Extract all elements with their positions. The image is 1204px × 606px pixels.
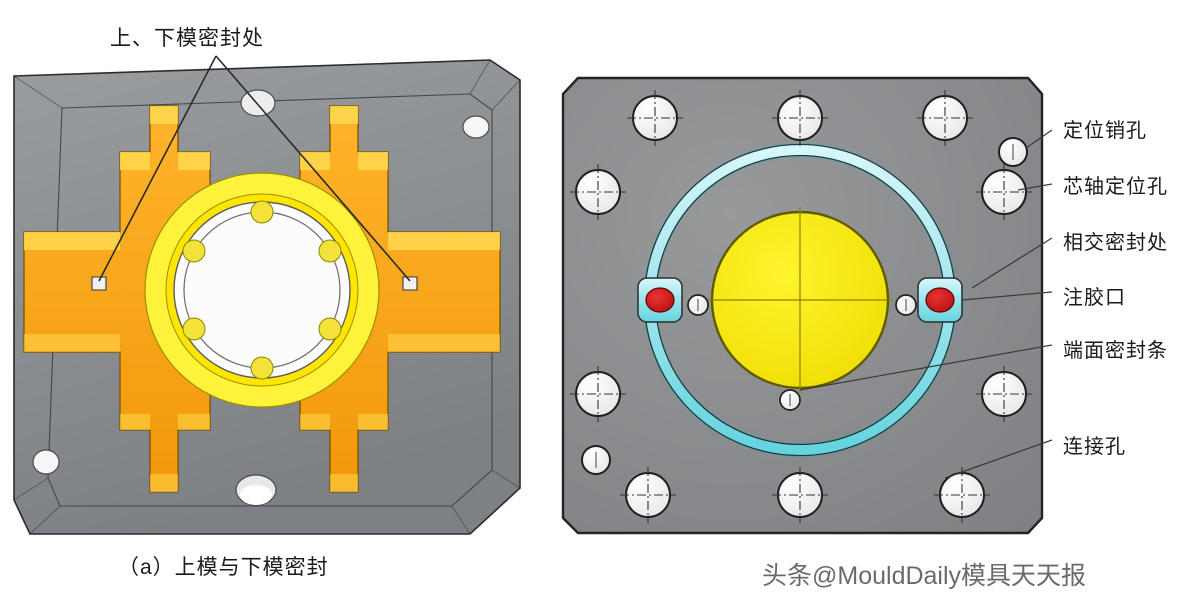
connection-holes	[570, 90, 1032, 523]
locating-pin-holes	[581, 137, 1028, 475]
connection-hole	[627, 90, 683, 146]
base-pin-holes	[32, 89, 490, 506]
callout-leaders	[799, 129, 1053, 479]
connection-hole	[772, 467, 828, 523]
connection-hole	[570, 164, 626, 220]
connection-hole	[976, 164, 1032, 220]
locating-pin-hole	[581, 445, 611, 475]
callout-connection-hole: 连接孔	[1063, 436, 1126, 458]
connection-hole	[976, 366, 1032, 422]
watermark: 头条@MouldDaily模具天天报	[762, 562, 1087, 590]
caption-a: （a）上模与下模密封	[118, 556, 329, 579]
white-center-bore	[173, 200, 351, 380]
callout-intersecting-seal: 相交密封处	[1063, 232, 1168, 254]
mandrel-locating-holes	[687, 294, 917, 411]
connection-hole	[620, 467, 676, 523]
top-annotation-leader	[98, 55, 411, 282]
callout-mandrel-locating-hole: 芯轴定位孔	[1063, 176, 1168, 198]
seal-point-right	[402, 276, 418, 291]
top-annotation-label: 上、下模密封处	[110, 27, 264, 50]
callout-injection-port: 注胶口	[1063, 287, 1126, 309]
callout-locating-pin-hole: 定位销孔	[1063, 120, 1147, 142]
connection-hole	[934, 467, 990, 523]
callout-face-seal-strip: 端面密封条	[1063, 340, 1168, 362]
injection-port-left	[637, 277, 683, 323]
connection-hole	[917, 90, 973, 146]
connection-hole	[772, 90, 828, 146]
injection-port-right	[917, 277, 963, 323]
mandrel-locating-hole	[687, 294, 709, 316]
mandrel-locating-hole	[895, 294, 917, 316]
connection-hole	[570, 366, 626, 422]
locating-pin-hole	[998, 137, 1028, 167]
yellow-center-disc	[707, 207, 893, 393]
mandrel-locating-hole	[779, 389, 801, 411]
